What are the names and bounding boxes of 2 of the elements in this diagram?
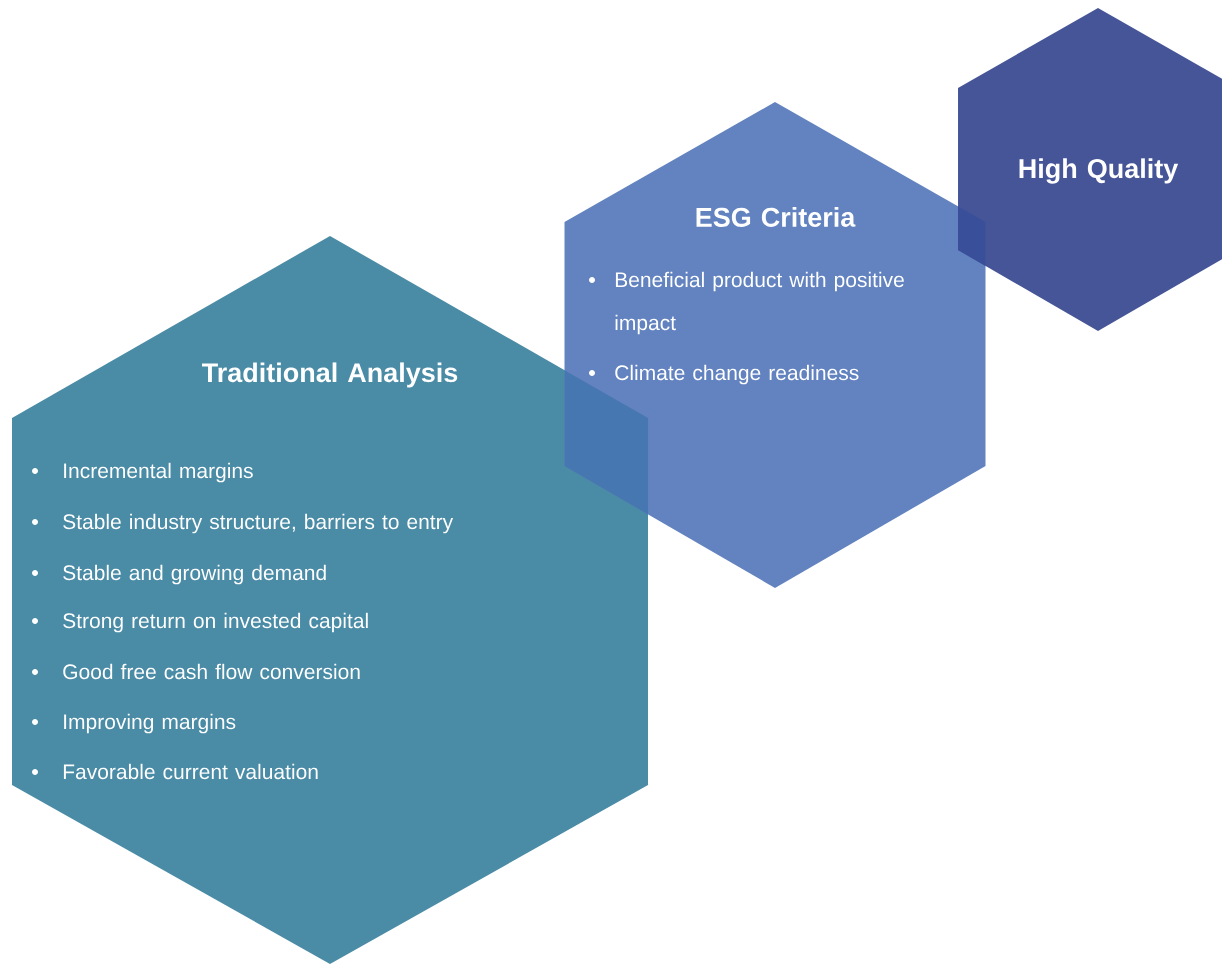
hexagon: ESG Criteria Beneficial product with positive impact Climate change readiness xyxy=(564,102,986,588)
hexagon: High Quality xyxy=(958,8,1222,331)
